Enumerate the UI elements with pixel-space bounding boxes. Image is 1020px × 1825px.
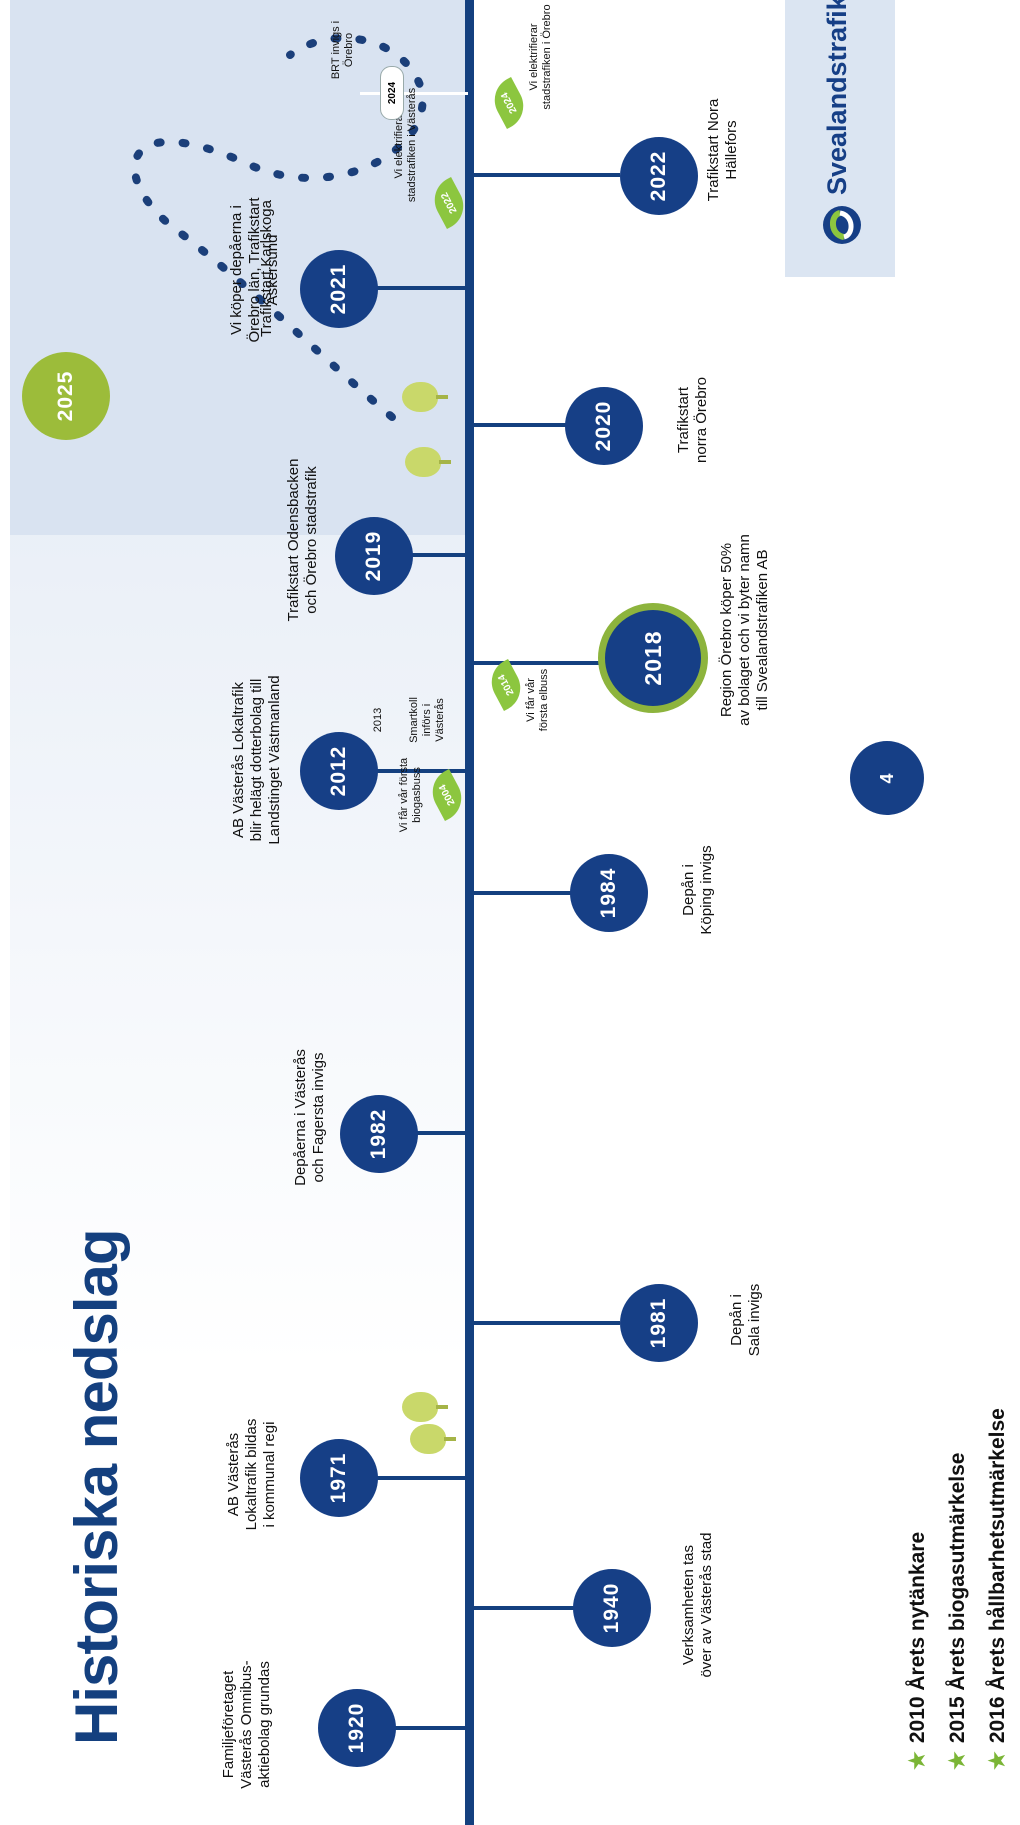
year-1940: 1940 xyxy=(573,1569,651,1647)
event-label-2012: AB Västerås Lokaltrafik blir helägt dott… xyxy=(230,675,283,845)
page-title: Historiska nedslag xyxy=(63,1229,130,1745)
star-icon: ★ xyxy=(986,1751,1009,1770)
awards-list: ★2010 Årets nytänkare ★2015 Årets biogas… xyxy=(898,1408,1018,1770)
milestone-label-brt: BRT invigs i Örebro xyxy=(330,20,355,80)
year-1971: 1971 xyxy=(300,1439,378,1517)
event-label-1984: Depån i Köping invigs xyxy=(680,845,715,935)
event-label-2019: Trafikstart Odensbacken och Örebro stads… xyxy=(285,458,320,622)
tree-icon xyxy=(405,444,451,480)
star-icon: ★ xyxy=(906,1751,929,1770)
stem-2021 xyxy=(375,286,470,290)
stem-2022 xyxy=(470,173,620,177)
svealandstrafiken-logo-icon xyxy=(823,206,861,244)
page-number: 4 xyxy=(850,741,924,815)
event-label-2018: Region Örebro köper 50% av bolaget och v… xyxy=(718,534,771,726)
award-item: ★2010 Årets nytänkare xyxy=(906,1531,929,1770)
year-2022: 2022 xyxy=(620,137,698,215)
milestone-label-biogas: Vi får vår första biogasbuss xyxy=(398,757,423,833)
brt-year-badge: 2024 xyxy=(380,66,404,120)
stem-1981 xyxy=(470,1321,620,1325)
year-2019: 2019 xyxy=(335,517,413,595)
milestone-year-2013: 2013 xyxy=(372,707,384,733)
year-2021: 2021 xyxy=(300,250,378,328)
year-1981: 1981 xyxy=(620,1284,698,1362)
year-2018: 2018 xyxy=(598,603,708,713)
year-2020: 2020 xyxy=(565,387,643,465)
event-label-1982: Depåerna i Västerås och Fagersta invigs xyxy=(292,1049,327,1186)
milestone-label-smartkoll: Smartkoll införs i Västerås xyxy=(408,697,446,743)
event-label-1920: Familjeföretaget Västerås Omnibus- aktie… xyxy=(220,1660,273,1789)
year-1982: 1982 xyxy=(340,1095,418,1173)
event-label-1940: Verksamheten tas över av Västerås stad xyxy=(680,1532,715,1678)
tree-icon xyxy=(402,379,448,415)
year-1984: 1984 xyxy=(570,854,648,932)
event-label-2020: Trafikstart norra Örebro xyxy=(675,377,710,463)
year-2012: 2012 xyxy=(300,732,378,810)
tree-icon xyxy=(410,1421,456,1457)
stem-2020 xyxy=(470,423,580,427)
event-label-1981: Depån i Sala invigs xyxy=(728,1283,763,1357)
event-label-1971: AB Västerås Lokaltrafik bildas i kommuna… xyxy=(225,1418,278,1531)
award-item: ★2016 Årets hållbarhetsutmärkelse xyxy=(986,1408,1009,1770)
brand-name: Svealandstrafiken xyxy=(822,0,852,195)
event-label-2025: Trafikstart Karlskoga xyxy=(258,200,275,337)
award-item: ★2015 Årets biogasutmärkelse xyxy=(946,1452,969,1770)
year-2025: 2025 xyxy=(22,352,110,440)
stem-1971 xyxy=(375,1476,470,1480)
star-icon: ★ xyxy=(946,1751,969,1770)
stem-1984 xyxy=(470,891,580,895)
milestone-label-elbuss: Vi får vår första elbuss xyxy=(525,668,550,732)
timeline-axis xyxy=(465,0,474,1825)
tree-icon xyxy=(402,1389,448,1425)
milestone-label-elektrifierar-orebro: Vi elektrifierar stadstrafiken i Örebro xyxy=(528,4,553,110)
event-label-2022: Trafikstart Nora Hällefors xyxy=(705,98,740,202)
year-1920: 1920 xyxy=(318,1689,396,1767)
stem-1940 xyxy=(470,1606,590,1610)
